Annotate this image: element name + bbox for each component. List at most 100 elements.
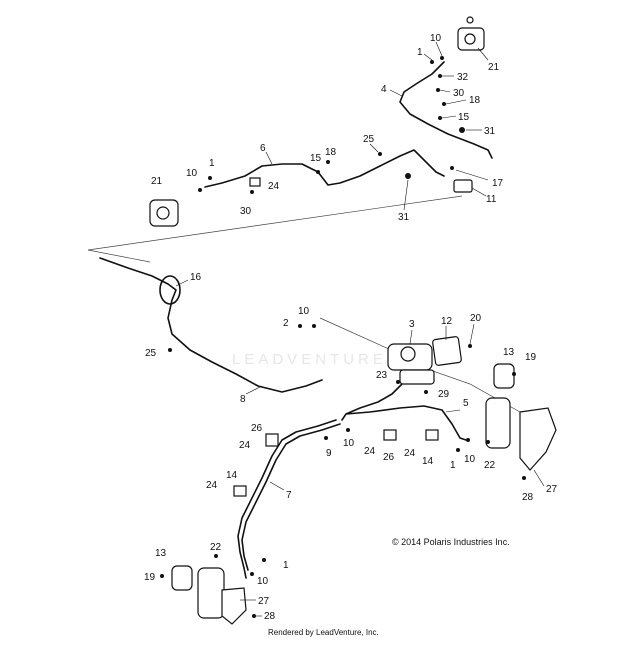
- master-cylinder-3: [387, 343, 435, 385]
- callout-13: 13: [503, 347, 515, 358]
- junction-block-11: [453, 179, 473, 193]
- watermark: LEADVENTURE: [232, 351, 387, 368]
- copyright-text: © 2014 Polaris Industries Inc.: [392, 537, 510, 547]
- leader-20: [469, 323, 475, 345]
- leader-11: [471, 187, 487, 197]
- callout-30: 30: [453, 88, 465, 99]
- bolt-19b: [160, 574, 164, 578]
- guide-line-3: [319, 317, 401, 355]
- callout-6: 6: [260, 143, 266, 154]
- callout-2: 2: [283, 318, 289, 329]
- callout-20: 20: [470, 313, 482, 324]
- callout-14: 14: [226, 470, 238, 481]
- leader-5: [445, 409, 461, 413]
- bolt-18b: [326, 160, 330, 164]
- callout-1: 1: [450, 460, 456, 471]
- callout-25: 25: [145, 348, 157, 359]
- clip-24a: [249, 177, 261, 187]
- clip-31a: [459, 127, 465, 133]
- bolt-23: [396, 380, 400, 384]
- callout-24: 24: [206, 480, 218, 491]
- bolt-1c: [456, 448, 460, 452]
- bolt-15b: [316, 170, 320, 174]
- bolt-22a: [486, 440, 490, 444]
- callout-26: 26: [251, 423, 263, 434]
- callout-29: 29: [438, 389, 450, 400]
- callout-24: 24: [268, 181, 280, 192]
- callout-4: 4: [381, 84, 387, 95]
- callout-10: 10: [257, 576, 269, 587]
- callout-28: 28: [264, 611, 276, 622]
- caliper-13-right: [493, 363, 515, 389]
- leader-17: [455, 169, 489, 181]
- guide-line-1: [87, 195, 463, 251]
- callout-24: 24: [364, 446, 376, 457]
- bolt-2: [298, 324, 302, 328]
- caliper-21-left: [149, 199, 179, 227]
- callout-27: 27: [546, 484, 558, 495]
- leader-1a: [423, 53, 433, 61]
- callout-1: 1: [283, 560, 289, 571]
- brake-line-6: [204, 149, 445, 188]
- callout-21: 21: [151, 176, 163, 187]
- callout-5: 5: [463, 398, 469, 409]
- brake-line-7: [237, 419, 337, 579]
- callout-22: 22: [210, 542, 222, 553]
- bolt-1d: [262, 558, 266, 562]
- callout-24: 24: [239, 440, 251, 451]
- bolt-20: [468, 344, 472, 348]
- guide-line-2: [87, 249, 151, 263]
- leader-31b: [403, 179, 409, 211]
- bolt-9: [324, 436, 328, 440]
- callout-28: 28: [522, 492, 534, 503]
- leader-7: [269, 481, 285, 491]
- callout-19: 19: [525, 352, 537, 363]
- callout-11: 11: [486, 194, 497, 205]
- callout-12: 12: [441, 316, 453, 327]
- leader-27a: [533, 469, 545, 487]
- bolt-10c: [312, 324, 316, 328]
- bolt-25a: [378, 152, 382, 156]
- callout-17: 17: [492, 178, 504, 189]
- callout-22: 22: [484, 460, 496, 471]
- callout-18: 18: [469, 95, 481, 106]
- callout-16: 16: [190, 272, 202, 283]
- bolt-28a: [522, 476, 526, 480]
- callout-7: 7: [286, 490, 292, 501]
- bolt-32: [438, 74, 442, 78]
- caliper-bracket-27-right: [485, 397, 557, 471]
- callout-31: 31: [484, 126, 496, 137]
- callout-10: 10: [186, 168, 198, 179]
- leader-6: [265, 151, 273, 165]
- leader-16: [175, 279, 189, 287]
- callout-32: 32: [457, 72, 469, 83]
- callout-23: 23: [376, 370, 388, 381]
- callout-13: 13: [155, 548, 167, 559]
- clip-14a: [425, 429, 439, 441]
- callout-10: 10: [430, 33, 442, 44]
- callout-30: 30: [240, 206, 252, 217]
- bolt-30b: [250, 190, 254, 194]
- clip-14b: [233, 485, 247, 497]
- callout-27: 27: [258, 596, 270, 607]
- clip-26b: [383, 429, 397, 441]
- callout-21: 21: [488, 62, 500, 73]
- caliper-bracket-27-left: [171, 565, 247, 625]
- callout-15: 15: [310, 153, 322, 164]
- leader-10a: [435, 41, 443, 57]
- callout-31: 31: [398, 212, 410, 223]
- leader-25a: [369, 143, 379, 153]
- clip-31b: [405, 173, 411, 179]
- callout-1: 1: [417, 47, 423, 58]
- callout-8: 8: [240, 394, 246, 405]
- bolt-18a: [442, 102, 446, 106]
- bolt-22b: [214, 554, 218, 558]
- bolt-10f: [250, 572, 254, 576]
- callout-24: 24: [404, 448, 416, 459]
- leader-3: [409, 329, 413, 345]
- bolt-19a: [512, 372, 516, 376]
- bolt-10a: [440, 56, 444, 60]
- callout-9: 9: [326, 448, 332, 459]
